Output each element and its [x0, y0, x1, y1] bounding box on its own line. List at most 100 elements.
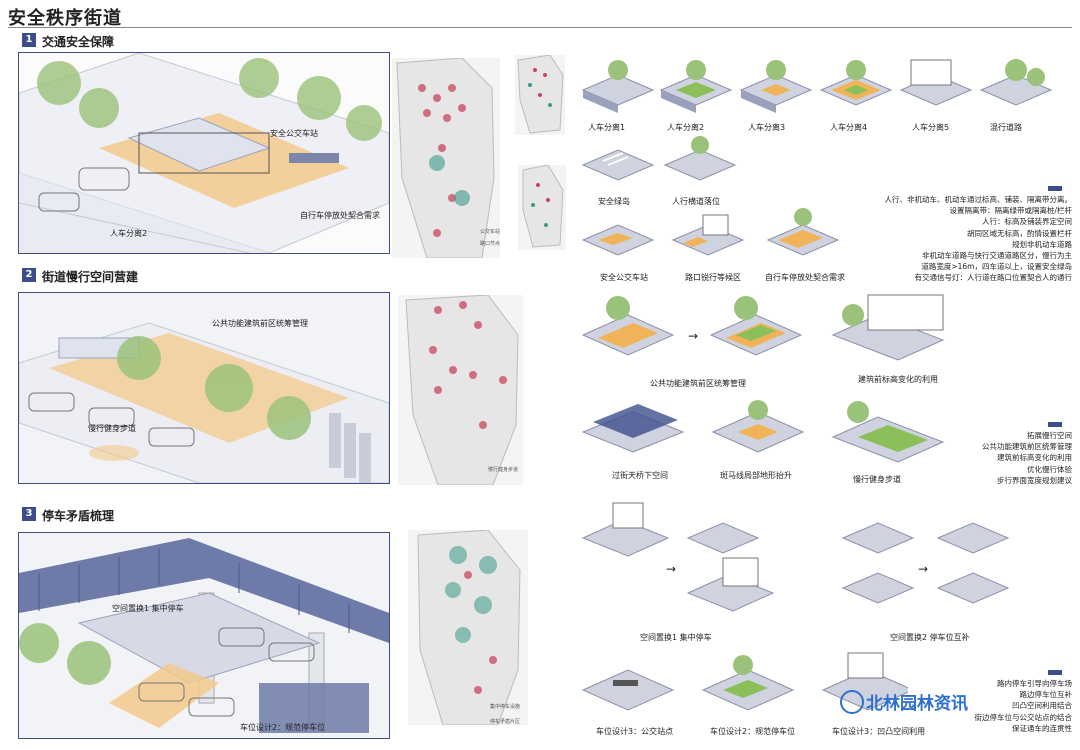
spot-standard: [701, 655, 795, 711]
caption-separation5: 人车分离5: [912, 123, 950, 132]
replace2-before: [841, 522, 915, 604]
caption-intersection-waiting: 路口锐行等候区: [685, 273, 741, 282]
section1-desc-marker: [1048, 186, 1062, 191]
caption-elevation-change: 建筑前标高变化的利用: [858, 375, 938, 384]
section3-desc-marker: [1048, 670, 1062, 675]
page-title: 安全秩序街道: [8, 8, 122, 29]
caption-replace1: 空间置换1 集中停车: [640, 633, 712, 642]
section2-diagrams-row2: [578, 392, 958, 467]
caption-separation4: 人车分离4: [830, 123, 868, 132]
section2-desc-line: 公共功能建筑前区统筹管理: [982, 442, 1072, 452]
title-divider: [8, 27, 1072, 28]
caption-raised-crosswalk: 斑马线局部地形抬升: [720, 471, 792, 480]
section2-title: 街道慢行空间营建: [42, 270, 139, 284]
section1-number: 1: [22, 33, 36, 47]
caption-spot-concave: 车位设计3：凹凸空间利用: [832, 727, 926, 736]
callout-bus-station: 安全公交车站: [270, 129, 318, 138]
section2-number: 2: [22, 268, 36, 282]
diagram-separation4: [819, 60, 893, 106]
section3-illustration: [18, 532, 390, 739]
section1-description: 人行、非机动车、机动车通过标高、铺装、隔离带分离。 设置隔离带：隔离绿带或隔离桩…: [885, 194, 1073, 284]
section3-desc-line: 路边停车位互补: [1019, 690, 1073, 700]
section3-title: 停车矛盾梳理: [42, 509, 115, 523]
diagram-separation3: [739, 60, 813, 113]
bus-station-axonometric: [19, 53, 389, 253]
caption-crosswalk: 人行横道落位: [672, 197, 720, 206]
section2-desc-line: 拓展慢行空间: [1027, 431, 1072, 440]
replace1-after: [686, 557, 775, 612]
section1-desc-line: 有交通信号灯：人行道在路口位置契合人的通行: [914, 273, 1073, 283]
section3-number: 3: [22, 507, 36, 521]
section1-map-main: [392, 57, 500, 259]
section1-diagrams-row2: [578, 135, 738, 195]
section1-map-legend-1: 公交车站: [480, 229, 501, 235]
slow-street-axonometric: [19, 293, 389, 483]
raised-crosswalk: [711, 400, 805, 453]
elevation-change: [831, 294, 945, 361]
section2-diagrams-row1: →: [578, 290, 958, 370]
caption-fitness-path: 慢行健身步道: [853, 475, 901, 484]
wechat-icon: [840, 690, 864, 714]
caption-bike-parking: 自行车停放处契合需求: [765, 273, 845, 282]
caption-separation3: 人车分离3: [748, 123, 786, 132]
section2-desc-line: 步行界面宽度规划建议: [997, 475, 1072, 485]
spot-bus-stop: [581, 669, 675, 711]
svg-text:→: →: [666, 562, 676, 576]
section2-desc-marker: [1048, 422, 1062, 427]
svg-text:→: →: [688, 329, 698, 343]
caption-spot-bus-stop: 车位设计3：公交站点: [596, 727, 674, 736]
section1-desc-line: 胡同区域无标高，酌情设置栏杆: [967, 228, 1072, 238]
section3-map-legend-2: 停车矛盾片区: [490, 719, 521, 725]
section1-map-mini-2: [518, 164, 566, 250]
frontage-after: [709, 296, 803, 356]
diagram-separation5: [899, 59, 973, 106]
replace1-before: [581, 502, 670, 557]
callout-separation2: 人车分离2: [110, 229, 148, 238]
callout-bike-parking: 自行车停放处契合需求: [300, 211, 380, 220]
section1-diagrams-row3: [578, 205, 858, 270]
section3-desc-line: 保证通车的连贯性: [1012, 723, 1072, 733]
caption-spot-standard: 车位设计2：规范停车位: [710, 727, 796, 736]
parking-axonometric: [19, 533, 389, 738]
watermark-text: 北林园林资讯: [866, 694, 968, 714]
section1-desc-line: 规划非机动车道路: [1012, 239, 1072, 249]
section1-diagrams-row1: [578, 55, 1073, 125]
caption-overpass: 过街天桥下空间: [612, 471, 668, 480]
callout-fitness-path: 慢行健身步道: [88, 424, 136, 433]
section1-map-mini-1: [515, 54, 565, 135]
diagram-separation1: [581, 60, 655, 113]
caption-separation2: 人车分离2: [667, 123, 705, 132]
svg-text:→: →: [918, 562, 928, 576]
section1-desc-line: 设置隔离带：隔离绿带或隔离桩/栏杆: [949, 206, 1072, 216]
section3-map: [408, 529, 528, 726]
section3-description: 路内停车引导向停车场 路边停车位互补 凹凸空间利用结合 街边停车位与公交站点的结…: [975, 678, 1073, 734]
section2-desc-line: 建筑前标高变化的利用: [997, 453, 1072, 463]
section1-illustration: [18, 52, 390, 254]
caption-separation1: 人车分离1: [588, 123, 626, 132]
fitness-path: [831, 401, 945, 463]
section1-desc-line: 人行、非机动车、机动车通过标高、铺装、隔离带分离。: [884, 195, 1073, 204]
section2-map-legend: 慢行健身步道: [488, 467, 519, 473]
caption-replace2: 空间置换2 停车位互补: [890, 633, 970, 642]
caption-public-frontage: 公共功能建筑前区统筹管理: [650, 379, 746, 388]
callout-public-frontage: 公共功能建筑前区统筹管理: [212, 319, 308, 328]
diagram-separation2: [659, 60, 733, 113]
section2-description: 拓展慢行空间 公共功能建筑前区统筹管理 建筑前标高变化的利用 优化慢行体验 步行…: [982, 430, 1072, 486]
callout-replace1: 空间置换1 集中停车: [112, 604, 184, 613]
diagram-mixed-road: [979, 59, 1053, 106]
section2-desc-line: 优化慢行体验: [1027, 464, 1072, 474]
section2-map: [398, 294, 523, 486]
section3-desc-line: 路内停车引导向停车场: [997, 679, 1072, 688]
callout-spot2: 车位设计2：规范停车位: [240, 723, 326, 732]
section1-title: 交通安全保障: [42, 35, 115, 49]
section1-map-legend-2: 路口节点: [480, 241, 501, 247]
replace2-after: [936, 522, 1010, 604]
section2-illustration: [18, 292, 390, 484]
section1-desc-line: 人行：标高及铺装界定空间: [982, 217, 1072, 227]
section3-map-legend-1: 集中停车设施: [490, 704, 521, 710]
section3-desc-line: 凹凸空间利用结合: [1012, 701, 1072, 711]
section1-desc-line: 道路宽度>16m，四车道以上，设置安全绿岛: [921, 262, 1072, 272]
section3-desc-line: 街边停车位与公交站点的结合: [974, 712, 1073, 722]
section1-desc-line: 非机动车道路与快行交通道路区分，慢行为主: [922, 251, 1072, 261]
section3-diagrams-row1: → →: [578, 498, 1023, 623]
